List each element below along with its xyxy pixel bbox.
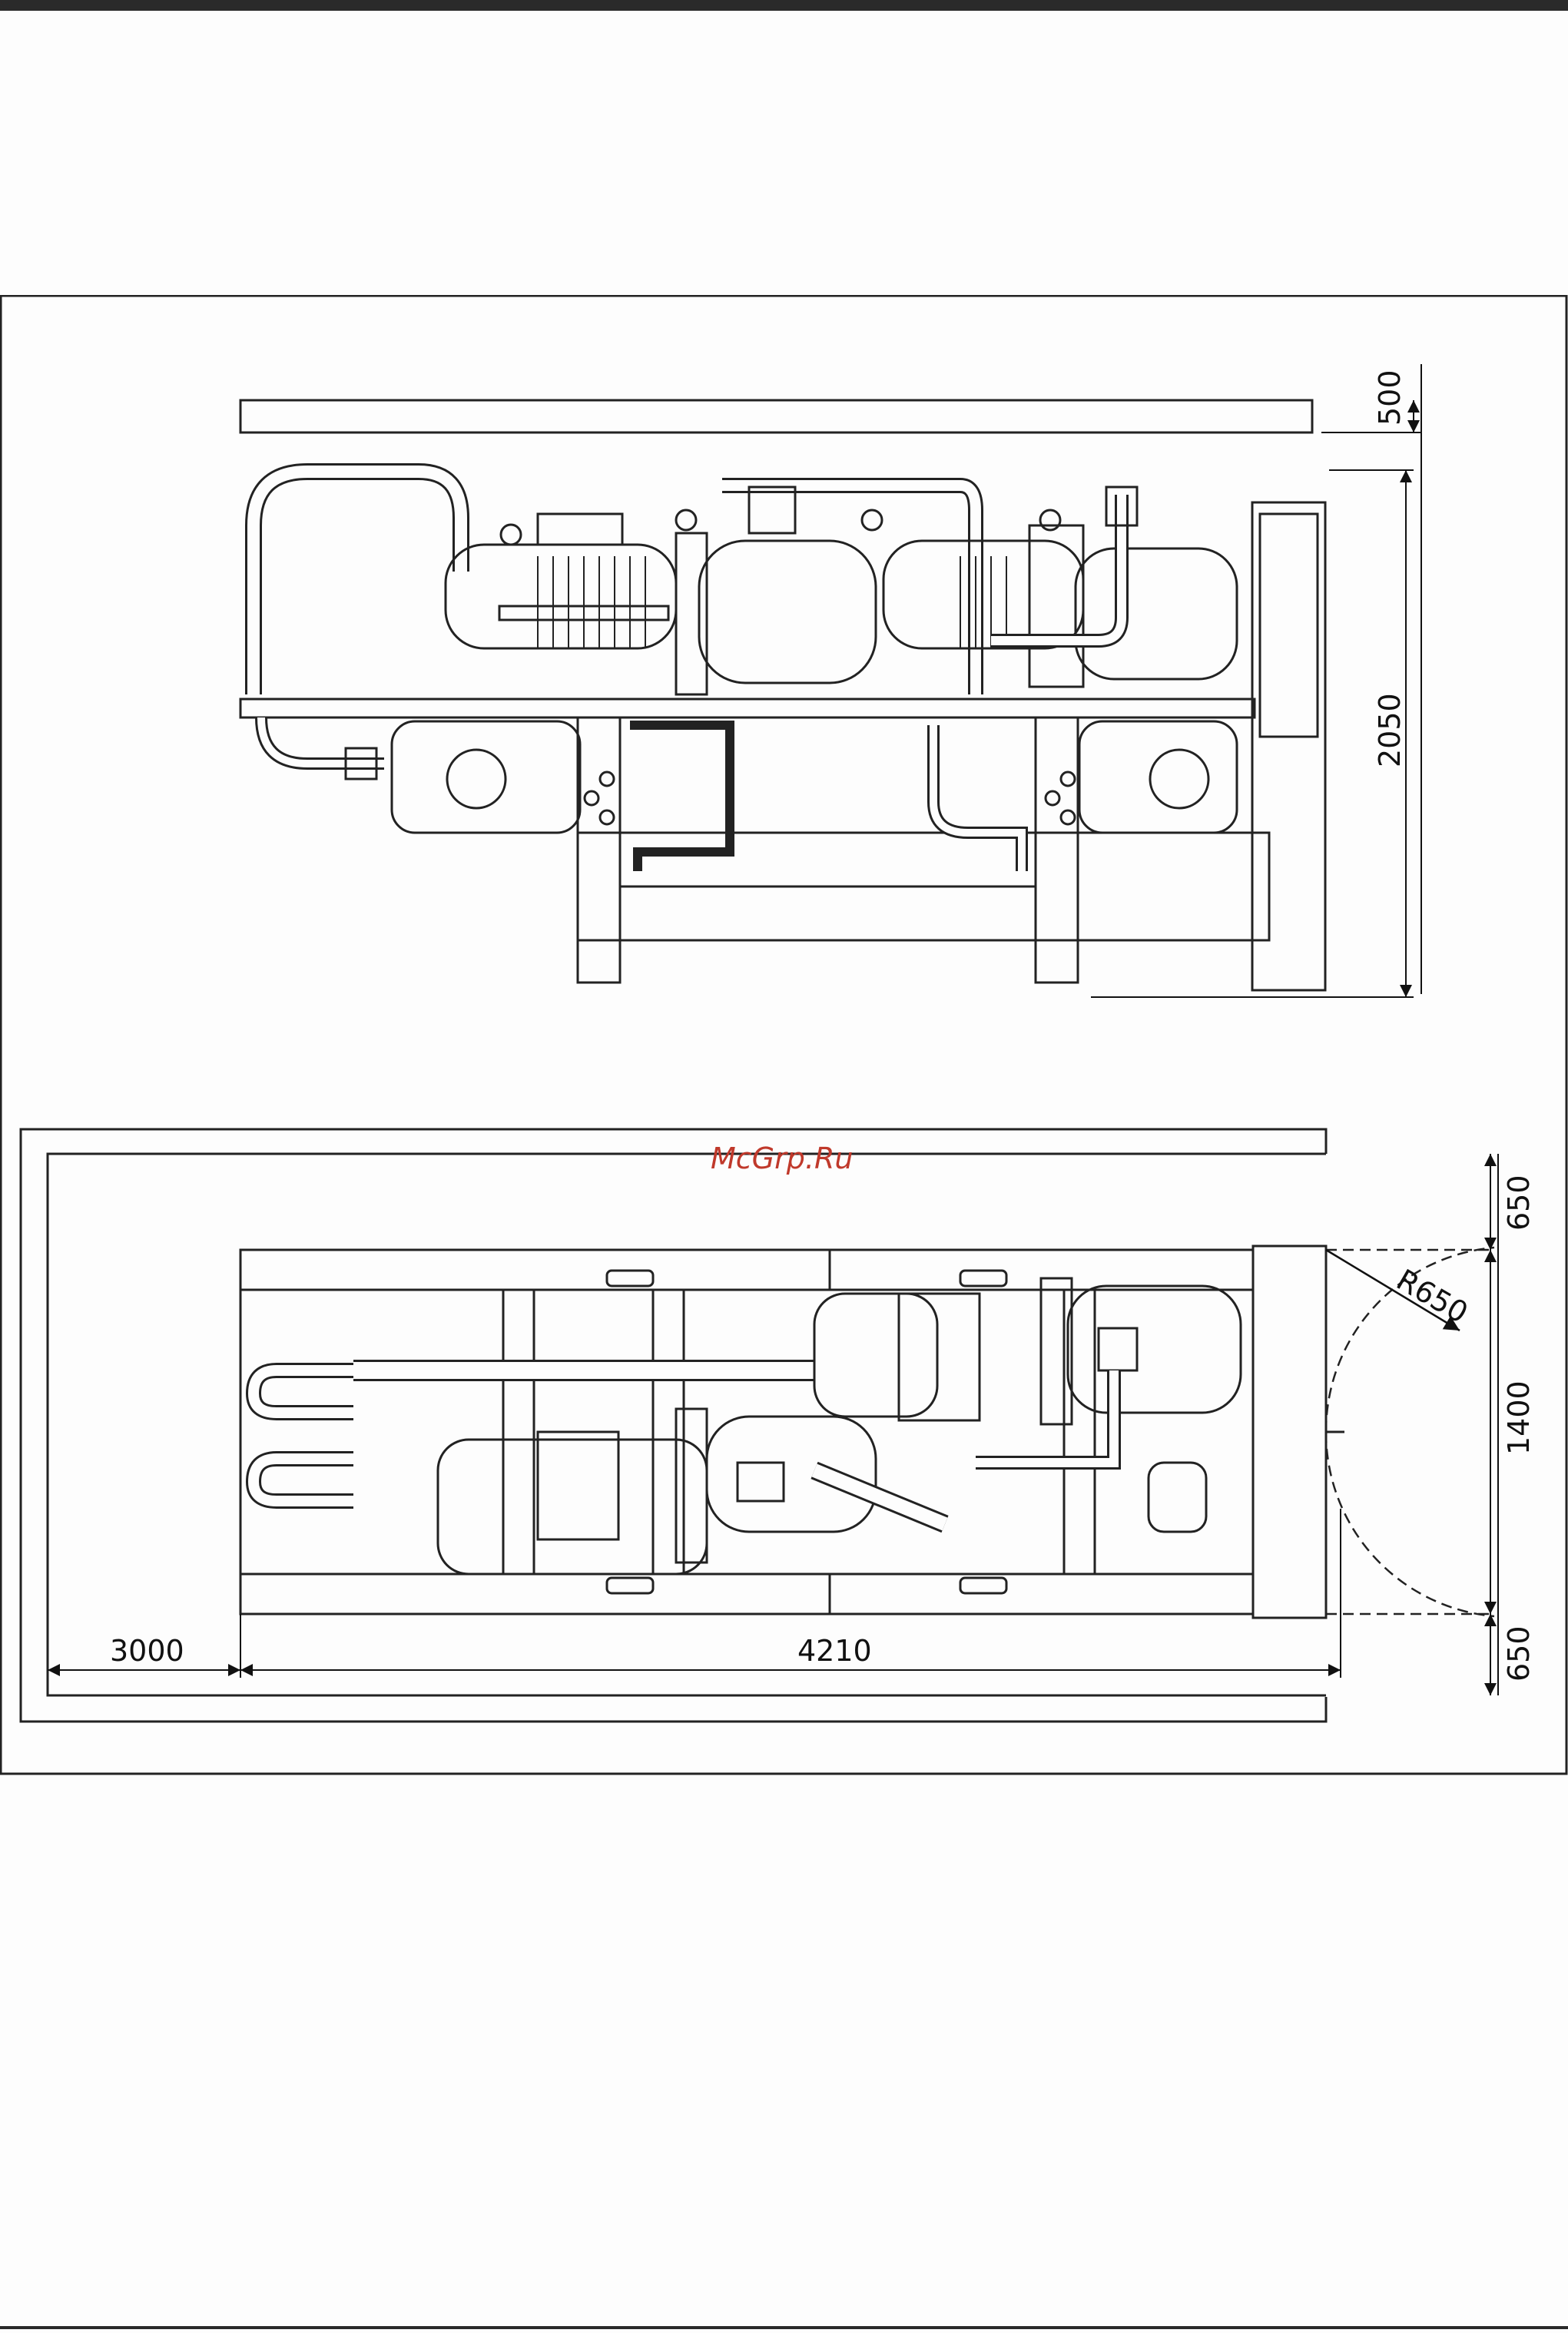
elevation-clearance-bar [240, 400, 1312, 432]
dim-clearance-back: 650 [1502, 1625, 1536, 1682]
plan-compressor-1 [438, 1440, 707, 1574]
receiver-vessel [1076, 548, 1237, 679]
plan-rail-top [240, 1250, 1253, 1290]
plan-control-box [899, 1294, 980, 1420]
dim-clearance-front: 650 [1502, 1175, 1536, 1231]
elevation-dimensions [1091, 364, 1421, 997]
frame-leg-2 [1036, 717, 1078, 983]
dim-unit-width: 1400 [1502, 1380, 1536, 1455]
dim-unit-height: 2050 [1373, 693, 1407, 767]
plan-electrical-panel [1253, 1246, 1326, 1618]
plan-view [21, 1129, 1344, 1722]
electrical-panel [1252, 502, 1325, 990]
frame-leg-1 [578, 717, 620, 983]
compressor-1 [446, 545, 676, 648]
dim-clearance-side: 3000 [110, 1634, 184, 1668]
bottom-rule [0, 2326, 1568, 2329]
plan-compressor-2 [814, 1294, 937, 1417]
watermark: McGrp.Ru [711, 1142, 853, 1175]
dim-door-radius: R650 [1391, 1263, 1474, 1331]
plan-clearance-outer [21, 1129, 1326, 1722]
frame-border [1, 296, 1566, 1774]
elevation-view [240, 400, 1325, 990]
base-rail [240, 699, 1255, 717]
top-rule [0, 0, 1568, 11]
plan-unit-outline [240, 1250, 1253, 1614]
compressor-1-fins [538, 556, 645, 648]
suction-pipe-loop [254, 472, 461, 694]
drawing-frame: 500 2050 [0, 295, 1568, 1776]
oil-separator [699, 541, 876, 683]
condenser-2 [1079, 721, 1237, 833]
dim-clearance-top: 500 [1373, 370, 1407, 426]
condenser-1 [392, 721, 580, 833]
discharge-header [722, 485, 976, 694]
dim-unit-length: 4210 [797, 1634, 872, 1668]
compressor-1-motor [538, 514, 622, 545]
plan-rail-bottom [240, 1574, 1253, 1614]
plan-oil-separator [707, 1417, 876, 1532]
